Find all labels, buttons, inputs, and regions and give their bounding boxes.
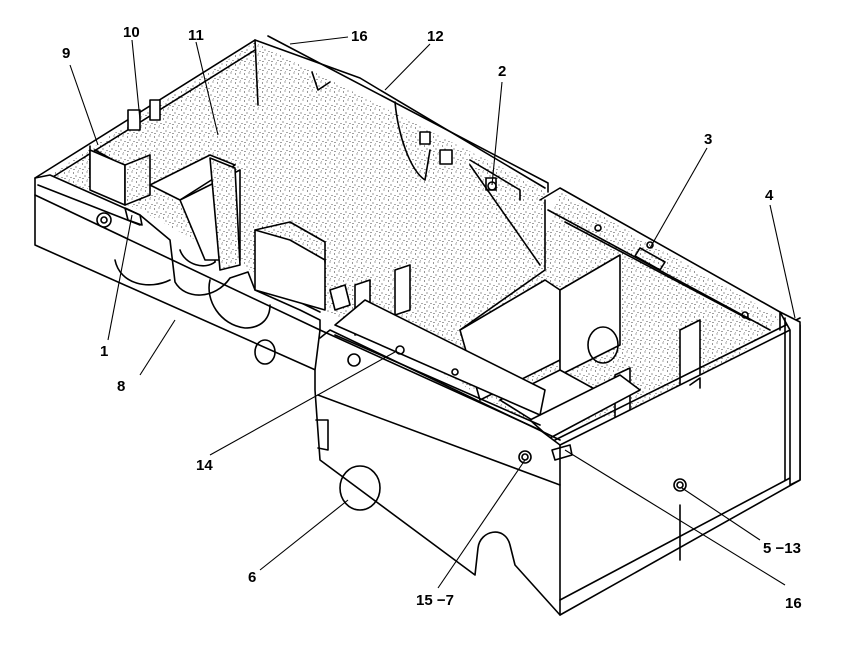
leader-16-top xyxy=(289,36,349,45)
centre-bar xyxy=(334,299,546,426)
callout-6: 6 xyxy=(248,569,256,586)
callout-9: 9 xyxy=(62,45,70,62)
leader-11 xyxy=(195,41,219,136)
callout-5-13: 5 −13 xyxy=(763,540,801,557)
leader-14 xyxy=(209,351,396,456)
leader-2 xyxy=(491,81,503,186)
leader-3 xyxy=(649,147,708,249)
callout-11: 11 xyxy=(188,27,204,44)
leader-lines xyxy=(69,36,796,589)
callout-14: 14 xyxy=(196,457,213,474)
leader-6 xyxy=(259,499,349,571)
callout-12: 12 xyxy=(427,28,444,45)
right-compartment xyxy=(459,187,781,439)
leader-16-bottom xyxy=(564,449,786,586)
callout-8: 8 xyxy=(117,378,125,395)
front-right-wall xyxy=(314,317,801,616)
back-wall xyxy=(254,35,549,266)
callout-4: 4 xyxy=(765,187,774,204)
callout-10: 10 xyxy=(123,24,140,41)
leader-9 xyxy=(69,64,99,146)
interior-partitions xyxy=(89,149,411,336)
leader-5-13 xyxy=(681,487,761,541)
callout-labels: 1 2 3 4 5 −13 6 8 9 10 11 12 14 15 −7 16… xyxy=(62,24,802,612)
leader-12 xyxy=(384,43,431,91)
leader-1 xyxy=(107,214,133,341)
leader-8 xyxy=(139,319,176,376)
callout-16-bottom: 16 xyxy=(785,595,802,612)
right-end-wall xyxy=(779,311,801,486)
leader-15-7 xyxy=(437,459,526,589)
callout-16-top: 16 xyxy=(351,28,368,45)
callout-3: 3 xyxy=(704,131,712,148)
callout-2: 2 xyxy=(498,63,506,80)
leader-4 xyxy=(769,204,796,319)
callout-15-7: 15 −7 xyxy=(416,592,454,609)
leader-10 xyxy=(131,39,141,121)
front-left-wall xyxy=(34,174,321,373)
callout-1: 1 xyxy=(100,343,108,360)
